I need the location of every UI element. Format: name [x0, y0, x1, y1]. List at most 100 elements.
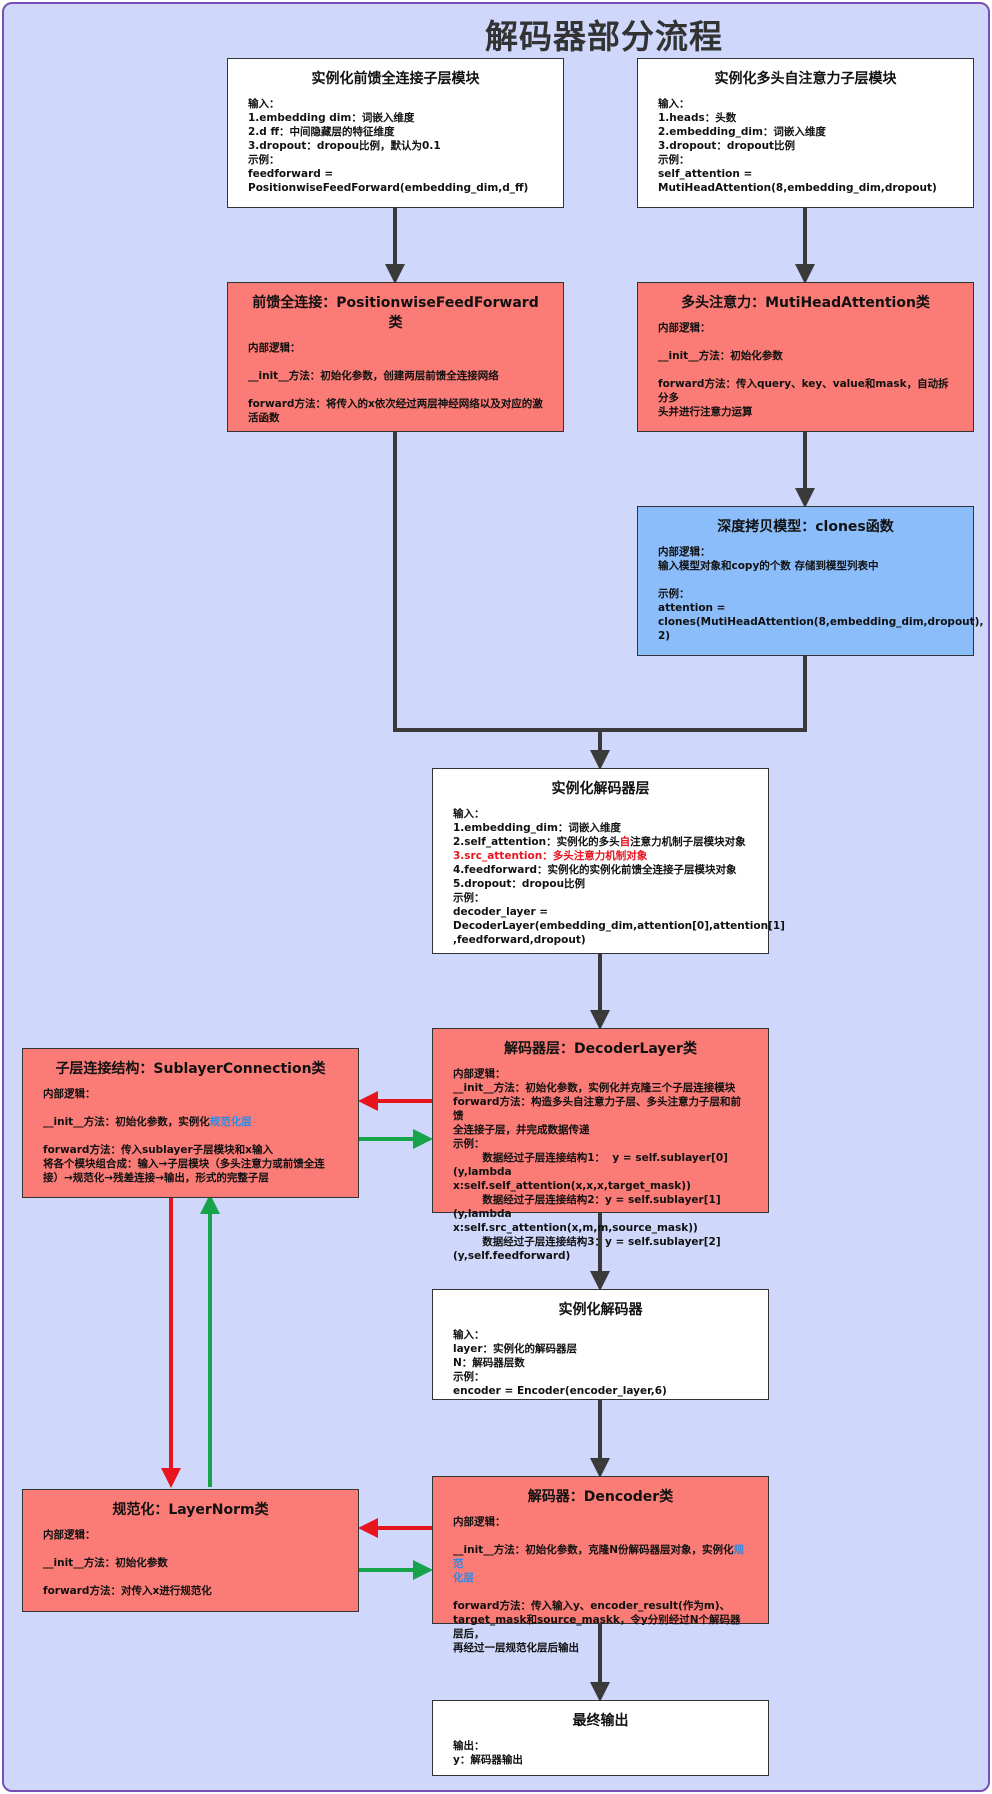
box-line: 示例： — [658, 588, 690, 600]
box-line: 输出： — [453, 1740, 485, 1752]
box-line: y：解码器输出 — [453, 1754, 523, 1766]
box-heading: 实例化前馈全连接子层模块 — [311, 71, 480, 87]
box-decoder-layer-instance: 实例化解码器层 输入： 1.embedding_dim：词嵌入维度 2.self… — [432, 768, 785, 954]
box-mha-module-instance: 实例化多头自注意力子层模块 输入： 1.heads：头数 2.embedding… — [637, 58, 974, 208]
box-line: 输入： — [453, 1329, 485, 1341]
box-line: 内部逻辑： — [43, 1088, 96, 1100]
box-line: 内部逻辑： — [248, 342, 301, 354]
box-line: N：解码器层数 — [453, 1357, 525, 1369]
box-line: 内部逻辑： — [658, 546, 711, 558]
connector-layer — [161, 208, 815, 1702]
box-heading: 实例化解码器层 — [551, 781, 650, 797]
box-line: forward方法：传入query、key、value和mask，自动拆分多 — [658, 378, 949, 404]
box-line: PositionwiseFeedForward(embedding_dim,d_… — [248, 182, 529, 194]
box-line: 输入： — [658, 98, 690, 110]
box-line: (y,self.feedforward) — [453, 1250, 571, 1262]
box-line: 数据经过子层连接结构3：y = self.sublayer[2] — [453, 1236, 721, 1248]
box-line: 全连接子层，并完成数据传递 — [453, 1124, 590, 1136]
box-layernorm-class: 规范化：LayerNorm类 内部逻辑： __init__方法：初始化参数 fo… — [22, 1489, 359, 1612]
box-line: (y,lambda x:self.src_attention(x,m,m,sou… — [453, 1208, 698, 1234]
box-line: self_attention = — [658, 168, 753, 180]
box-line: 头并进行注意力运算 — [658, 406, 753, 418]
box-ff-module-instance: 实例化前馈全连接子层模块 输入： 1.embedding dim：词嵌入维度 2… — [227, 58, 564, 208]
box-line: forward方法：构造多头自注意力子层、多头注意力子层和前馈 — [453, 1096, 741, 1122]
box-line: 内部逻辑： — [453, 1068, 506, 1080]
box-line — [248, 383, 543, 397]
box-heading: 多头注意力：MutiHeadAttention类 — [681, 295, 930, 311]
box-line: 将各个模块组合成：输入→子层模块（多头注意力或前馈全连 — [43, 1158, 325, 1170]
box-line: 示例： — [248, 154, 280, 166]
box-line: 再经过一层规范化层后输出 — [453, 1642, 579, 1654]
text-segment: 2.self_attention：实例化的多头 — [453, 836, 620, 848]
box-line: 5.dropout：dropou比例 — [453, 878, 586, 890]
box-line: 1.embedding_dim：词嵌入维度 — [453, 822, 621, 834]
box-line: __init__方法：初始化参数，创建两层前馈全连接网络 — [248, 370, 499, 382]
box-line: __init__方法：初始化参数，实例化并克隆三个子层连接模块 — [453, 1082, 736, 1094]
box-mutihead-attention-class: 多头注意力：MutiHeadAttention类 内部逻辑： __init__方… — [637, 282, 974, 432]
box-line — [248, 355, 543, 369]
box-line-empty — [43, 1101, 338, 1115]
box-heading: 规范化：LayerNorm类 — [112, 1502, 269, 1518]
box-line: forward方法：传入输入y、encoder_result(作为m)、 — [453, 1600, 731, 1612]
box-line: 示例： — [658, 154, 690, 166]
box-clones-function: 深度拷贝模型：clones函数 内部逻辑： 输入模型对象和copy的个数 存储到… — [637, 506, 984, 656]
box-line: 1.embedding dim：词嵌入维度 — [248, 112, 415, 124]
highlight-layernorm-ref: 规范化层 — [209, 1116, 252, 1128]
box-line: 内部逻辑： — [658, 322, 711, 334]
box-final-output: 最终输出 输出： y：解码器输出 — [432, 1700, 769, 1776]
box-line: 内部逻辑： — [43, 1529, 96, 1541]
box-heading: 实例化多头自注意力子层模块 — [714, 71, 897, 87]
box-line: encoder = Encoder(encoder_layer,6) — [453, 1385, 667, 1397]
box-line-init: __init__方法：初始化参数，克隆N份解码器层对象，实例化规范 — [453, 1543, 748, 1571]
box-line: __init__方法：初始化参数 — [43, 1557, 168, 1569]
box-line-empty — [453, 1529, 748, 1543]
box-line: 输入： — [248, 98, 280, 110]
box-line: target_mask和source_maskk，令y分别经过N个解码器层后， — [453, 1614, 741, 1640]
box-line: MutiHeadAttention(8,embedding_dim,dropou… — [658, 182, 937, 194]
box-line: 示例： — [453, 1371, 485, 1383]
box-heading: 解码器层：DecoderLayer类 — [504, 1041, 697, 1057]
box-line: 4.feedforward：实例化的实例化前馈全连接子层模块对象 — [453, 864, 737, 876]
box-line: forward方法：将传入的x依次经过两层神经网络以及对应的激 — [248, 398, 543, 410]
box-line-init: __init__方法：初始化参数，实例化规范化层 — [43, 1115, 338, 1129]
highlight-self: 自 — [619, 836, 631, 848]
box-line: 3.dropout：dropout比例 — [658, 140, 796, 152]
box-line: 数据经过子层连接结构1： y = self.sublayer[0] — [453, 1152, 728, 1164]
box-line: 1.heads：头数 — [658, 112, 737, 124]
box-line — [658, 363, 953, 377]
box-sublayer-connection-class: 子层连接结构：SublayerConnection类 内部逻辑： __init_… — [22, 1048, 359, 1198]
box-line: 示例： — [453, 892, 485, 904]
box-line: 输入： — [453, 808, 485, 820]
box-line-src-attention: 3.src_attention：多头注意力机制对象 — [453, 850, 648, 862]
text-segment: __init__方法：初始化参数，实例化 — [43, 1116, 210, 1128]
box-line — [43, 1542, 338, 1556]
text-segment: __init__方法：初始化参数，克隆N份解码器层对象，实例化 — [453, 1544, 734, 1556]
box-line: 数据经过子层连接结构2：y = self.sublayer[1] — [453, 1194, 721, 1206]
box-heading: 实例化解码器 — [558, 1302, 643, 1318]
box-line: decoder_layer = — [453, 906, 549, 918]
box-line: forward方法：对传入x进行规范化 — [43, 1585, 212, 1597]
box-line: ,feedforward,dropout) — [453, 934, 586, 946]
box-line: 2.embedding_dim：词嵌入维度 — [658, 126, 826, 138]
box-line: forward方法：传入sublayer子层模块和x输入 — [43, 1144, 273, 1156]
box-line: clones(MutiHeadAttention(8,embedding_dim… — [658, 616, 984, 628]
highlight-layernorm-ref-cont: 化层 — [453, 1572, 474, 1584]
box-line: 示例： — [453, 1138, 485, 1150]
box-line: 接）→规范化→残差连接→输出，形式的完整子层 — [43, 1172, 269, 1184]
box-heading: 子层连接结构：SublayerConnection类 — [55, 1061, 326, 1077]
box-heading: 深度拷贝模型：clones函数 — [717, 519, 894, 535]
box-line: 活函数 — [248, 412, 280, 424]
box-line: 输入模型对象和copy的个数 存储到模型列表中 — [658, 560, 879, 572]
box-line: 3.dropout：dropou比例，默认为0.1 — [248, 140, 441, 152]
box-line — [658, 573, 953, 587]
box-line: 2.d ff：中间隐藏层的特征维度 — [248, 126, 395, 138]
box-line: __init__方法：初始化参数 — [658, 350, 783, 362]
box-line-self-attention: 2.self_attention：实例化的多头自注意力机制子层模块对象 — [453, 835, 748, 849]
box-line: layer：实例化的解码器层 — [453, 1343, 578, 1355]
box-heading: 解码器：Dencoder类 — [527, 1489, 674, 1505]
box-decoder-class: 解码器：Dencoder类 内部逻辑： __init__方法：初始化参数，克隆N… — [432, 1476, 769, 1654]
box-decoder-layer-class: 解码器层：DecoderLayer类 内部逻辑： __init__方法：初始化参… — [432, 1028, 769, 1262]
box-decoder-instance: 实例化解码器 输入： layer：实例化的解码器层 N：解码器层数 示例： en… — [432, 1289, 769, 1400]
highlight-layernorm-ref: 规范 — [453, 1544, 744, 1570]
